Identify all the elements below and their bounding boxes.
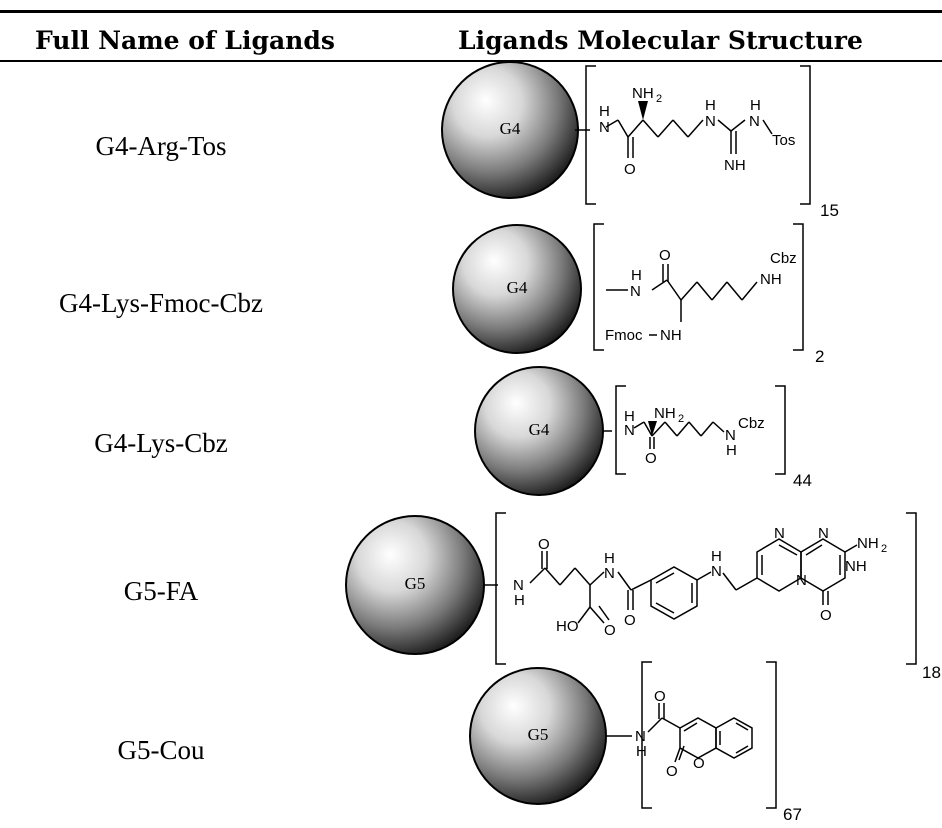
atom-n: N	[818, 525, 829, 542]
atom-o: O	[624, 612, 636, 629]
core-label: G5	[405, 574, 426, 593]
atom-h: H	[514, 592, 525, 609]
atom-n: N	[705, 113, 716, 130]
ligand-name-g4-lys-cbz: G4-Lys-Cbz	[94, 428, 228, 458]
dendrimer-sphere	[452, 224, 582, 354]
ligand-name-g4-arg-tos: G4-Arg-Tos	[95, 131, 227, 161]
repeat-count: 2	[815, 347, 824, 366]
atom-o: O	[654, 688, 666, 705]
atom-sub-2: 2	[881, 543, 887, 555]
atom-o: O	[659, 247, 671, 264]
atom-h: H	[604, 550, 615, 567]
atom-o: O	[820, 607, 832, 624]
core-label: G4	[500, 119, 521, 138]
atom-tos: Tos	[772, 132, 795, 149]
header-rule	[0, 60, 942, 62]
atom-n: N	[630, 283, 641, 300]
header-molecular-structure: Ligands Molecular Structure	[458, 26, 863, 55]
atom-nh: NH	[845, 558, 867, 575]
core-label: G5	[528, 725, 549, 744]
repeat-count: 44	[793, 471, 812, 490]
structure-g4-lys-cbz	[474, 366, 786, 496]
atom-sub-2: 2	[678, 413, 684, 425]
repeat-count: 15	[820, 201, 839, 220]
core-label: G4	[507, 278, 528, 297]
atom-n: N	[725, 427, 736, 444]
atom-n: N	[635, 728, 646, 745]
atom-h: H	[726, 442, 737, 459]
atom-o: O	[693, 755, 705, 772]
atom-h: H	[599, 103, 610, 120]
atom-h: H	[711, 548, 722, 565]
atom-h: H	[631, 267, 642, 284]
atom-h: H	[624, 408, 635, 425]
atom-ho: HO	[556, 618, 579, 635]
header-full-name: Full Name of Ligands	[35, 26, 335, 55]
ligand-name-g5-cou: G5-Cou	[117, 735, 205, 765]
atom-nh2: NH	[632, 85, 654, 102]
atom-n: N	[711, 563, 722, 580]
atom-n: N	[599, 119, 610, 136]
atom-h: H	[636, 743, 647, 760]
atom-o: O	[604, 622, 616, 639]
atom-h: H	[750, 97, 761, 114]
atom-cbz: Cbz	[770, 250, 797, 267]
atom-n: N	[624, 422, 635, 439]
core-label: G4	[529, 420, 550, 439]
structure-g4-lys-fmoc-cbz	[452, 223, 804, 354]
atom-o: O	[624, 161, 636, 178]
atom-o: O	[538, 536, 550, 553]
structure-g5-cou	[469, 661, 777, 809]
ligand-name-g5-fa: G5-FA	[123, 576, 199, 606]
atom-o: O	[666, 763, 678, 780]
atom-h: H	[705, 97, 716, 114]
atom-fmoc: Fmoc	[605, 327, 643, 344]
atom-nh2: NH	[857, 535, 879, 552]
atom-n: N	[774, 525, 785, 542]
top-rule	[0, 10, 942, 13]
repeat-count: 67	[783, 805, 802, 824]
atom-n: N	[796, 572, 807, 589]
ligand-name-g4-lys-fmoc-cbz: G4-Lys-Fmoc-Cbz	[59, 288, 263, 318]
atom-nh: NH	[660, 327, 682, 344]
atom-n: N	[749, 113, 760, 130]
atom-nh: NH	[724, 157, 746, 174]
structure-g5-fa	[345, 512, 917, 665]
atom-sub-2: 2	[656, 93, 662, 105]
atom-n: N	[604, 565, 615, 582]
atom-nh: NH	[760, 271, 782, 288]
structure-g4-arg-tos	[441, 61, 811, 205]
atom-cbz: Cbz	[738, 415, 765, 432]
atom-o: O	[645, 450, 657, 467]
atom-nh2: NH	[654, 405, 676, 422]
atom-n: N	[513, 577, 524, 594]
repeat-count: 18	[922, 663, 941, 682]
